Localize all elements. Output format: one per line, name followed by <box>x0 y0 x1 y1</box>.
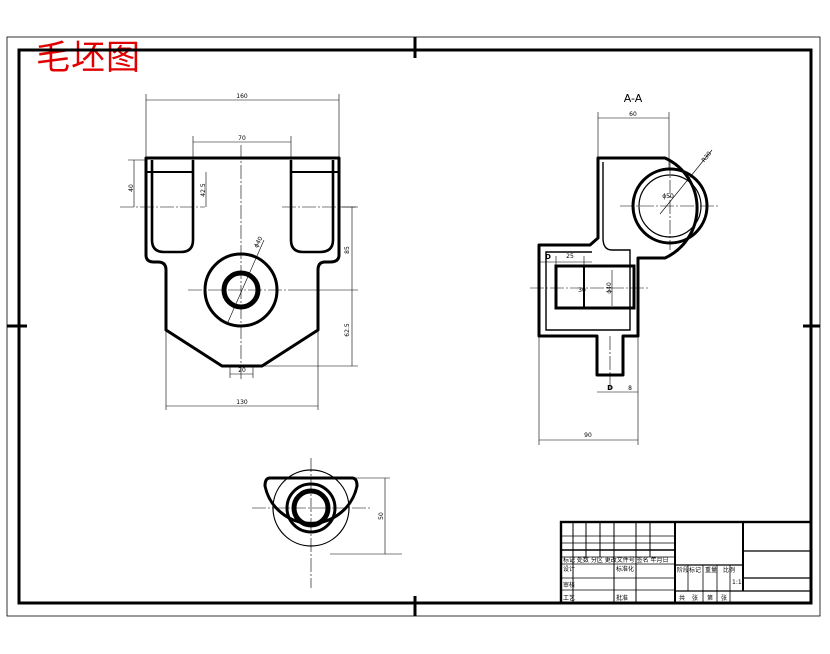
tb-sheets-total: 共 <box>679 594 685 602</box>
front-dimensions <box>128 94 358 410</box>
title-block <box>559 520 813 605</box>
drawing-title: 毛坯图 <box>36 38 141 78</box>
dim-side-left-label: D <box>545 253 551 261</box>
dim-top-view-height: 50 <box>378 512 385 520</box>
dim-side-step: 25 <box>566 253 574 260</box>
tb-sheet-word-2: 张 <box>721 594 727 602</box>
dim-side-bore: 30 <box>578 287 586 294</box>
tb-weight-label: 重量 <box>705 566 717 574</box>
dim-side-top-width: 60 <box>629 111 637 118</box>
tb-sheet-no: 第 <box>707 594 713 602</box>
dim-front-right-upper: 85 <box>344 246 351 254</box>
side-centerlines <box>530 160 720 390</box>
side-dimensions <box>538 112 670 445</box>
side-view <box>530 149 720 390</box>
centering-marks <box>7 37 820 616</box>
dim-front-bottom-small: 20 <box>238 367 246 374</box>
side-radius-leader <box>659 149 713 215</box>
dim-side-circle-radius: R30 <box>700 150 713 164</box>
dim-side-bottom-label: D <box>607 384 613 392</box>
dim-front-right-lower: 62.5 <box>344 323 351 337</box>
tb-stage-label: 阶段标记 <box>677 566 701 574</box>
bottom-dimensions <box>330 477 402 555</box>
dim-front-overall-width: 160 <box>236 93 248 100</box>
dim-front-left-height: 40 <box>128 184 135 192</box>
side-inner-cavity <box>545 162 631 331</box>
drawing-frame <box>17 48 813 605</box>
dim-front-top-slot: 70 <box>238 135 246 142</box>
tb-standardization: 标准化 <box>616 565 634 573</box>
side-bore <box>554 264 636 310</box>
front-diameter-leader <box>227 239 265 323</box>
tb-scale-value: 1:1 <box>732 579 742 586</box>
section-label: A-A <box>624 92 643 105</box>
dim-front-bottom-width: 130 <box>236 399 248 406</box>
dim-side-bore-diameter: ϕ40 <box>606 282 613 294</box>
bottom-centerlines <box>252 458 372 588</box>
tb-scale-label: 比例 <box>723 566 735 574</box>
side-dimension-texts: 60 R30 ϕ50 D 25 30 ϕ40 D 8 90 <box>545 111 713 439</box>
front-dimension-texts: 160 70 40 42.5 ϕ40 85 62.5 130 20 <box>128 93 351 406</box>
dim-side-bottom-small: 8 <box>628 385 632 392</box>
dim-side-inner-circle: ϕ50 <box>662 193 674 200</box>
front-left-slot <box>150 160 195 254</box>
tb-revision-header: 标记 处数 分区 更改文件号 签名 年月日 <box>563 556 669 564</box>
front-view <box>120 145 356 380</box>
tb-sheet-word-1: 张 <box>692 594 698 602</box>
tb-approve: 批准 <box>616 594 628 602</box>
tb-process: 工艺 <box>563 594 575 602</box>
sheet-outer-border <box>6 36 821 617</box>
bottom-view <box>252 458 372 588</box>
dim-side-overall-width: 90 <box>584 432 592 439</box>
dim-front-inner-height: 42.5 <box>200 183 207 197</box>
tb-design: 设计 <box>563 565 575 573</box>
dim-front-boss-diameter: ϕ40 <box>253 235 265 249</box>
title-block-texts: 标记 处数 分区 更改文件号 签名 年月日 设计 标准化 审核 工艺 批准 阶段… <box>563 556 742 602</box>
tb-review: 审核 <box>563 581 575 589</box>
front-view-outline <box>144 156 341 368</box>
front-right-slot <box>289 160 335 254</box>
